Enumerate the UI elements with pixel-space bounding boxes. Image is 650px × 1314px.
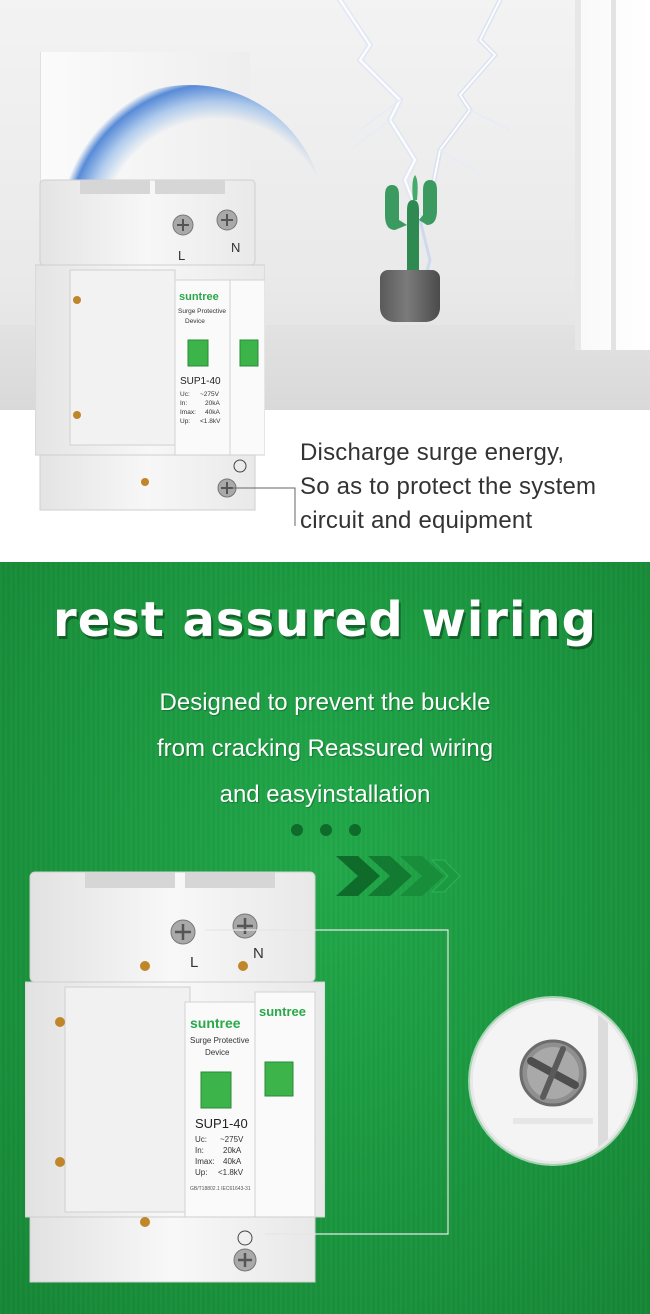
- hero-section: L N suntree Surge Protective Device SUP1…: [0, 0, 650, 562]
- ground-icon: [233, 459, 247, 473]
- status-indicator: [200, 1071, 232, 1109]
- spec-key: Up:: [195, 1168, 207, 1177]
- subtitle-line: Designed to prevent the buckle: [159, 689, 491, 716]
- device-label: Surge Protective: [190, 1036, 250, 1045]
- device-label: Device: [205, 1048, 230, 1057]
- callout-line: [232, 487, 296, 526]
- brand-label: suntree: [259, 1004, 306, 1019]
- spec-value: 40kA: [205, 409, 220, 416]
- spec-value: <1.8kV: [218, 1168, 244, 1177]
- subtitle-line: and easyinstallation: [219, 781, 431, 808]
- lightning-icon: [337, 0, 511, 292]
- window: [575, 0, 650, 350]
- spec-key: In:: [180, 400, 187, 407]
- feature-headline: rest assured wiring: [53, 592, 597, 648]
- plant-decoration: [375, 170, 445, 325]
- spec-value: 20kA: [223, 1146, 242, 1155]
- description-text: Discharge surge energy, So as to protect…: [300, 436, 645, 538]
- model-label: SUP1-40: [180, 376, 221, 387]
- standard-label: GB/T18802.1 IEC61643-31: [190, 1186, 251, 1192]
- terminal-label-n: N: [231, 240, 240, 255]
- surge-protector-device: L N suntree Surge Protective Device SUP1…: [35, 179, 265, 511]
- status-indicator: [187, 339, 209, 367]
- feature-section: rest assured wiring Designed to prevent …: [0, 562, 650, 1314]
- model-label: SUP1-40: [195, 1116, 248, 1131]
- connector-line: [205, 929, 449, 1235]
- device-label: Device: [185, 318, 205, 325]
- spec-value: 20kA: [205, 400, 220, 407]
- spec-value: ~275V: [200, 391, 220, 398]
- description-line: So as to protect the system: [300, 473, 597, 500]
- device-label: Surge Protective: [178, 308, 226, 315]
- dot-icon: [349, 824, 361, 836]
- spec-value: 40kA: [223, 1157, 242, 1166]
- terminal-zoom-detail: [470, 998, 636, 1164]
- spec-key: Imax:: [180, 409, 196, 416]
- brand-label: suntree: [179, 291, 219, 303]
- description-line: Discharge surge energy,: [300, 439, 565, 466]
- dot-icon: [291, 824, 303, 836]
- terminal-label-l: L: [190, 954, 198, 971]
- spec-key: Imax:: [195, 1157, 215, 1166]
- spec-key: In:: [195, 1146, 204, 1155]
- plant-pot: [380, 270, 440, 322]
- terminal-label-l: L: [178, 248, 185, 263]
- spec-key: Up:: [180, 418, 190, 425]
- dots-divider: [291, 824, 361, 838]
- status-indicator: [239, 339, 259, 367]
- feature-subtitle: Designed to prevent the buckle from crac…: [0, 680, 650, 818]
- dot-icon: [320, 824, 332, 836]
- description-line: circuit and equipment: [300, 507, 533, 534]
- spec-key: Uc:: [195, 1135, 207, 1144]
- brand-label: suntree: [190, 1015, 241, 1031]
- spec-key: Uc:: [180, 391, 190, 398]
- terminal-label-n: N: [253, 945, 264, 962]
- arrow-chevrons-icon: [336, 856, 461, 896]
- subtitle-line: from cracking Reassured wiring: [156, 735, 494, 762]
- status-indicator: [264, 1061, 294, 1097]
- spec-value: ~275V: [220, 1135, 244, 1144]
- spec-value: <1.8kV: [200, 418, 221, 425]
- surge-protector-device-large: L N suntree Surge Protective Device SUP1…: [25, 871, 325, 1283]
- ground-icon: [237, 1230, 253, 1246]
